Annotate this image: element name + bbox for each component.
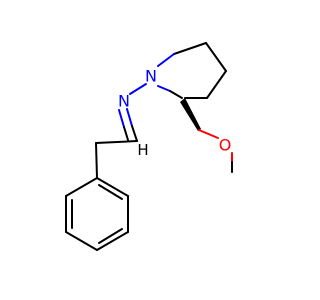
bond-imine-d	[123, 126, 129, 141]
atom-oxygen: O	[219, 136, 232, 155]
atom-n-ring: N	[145, 67, 157, 86]
benzene-bond-1	[65, 177, 98, 197]
bond-ch2-o	[198, 129, 219, 139]
bond-imine-c	[118, 109, 125, 128]
benzene-double-3	[98, 184, 123, 200]
atom-imine-h: H	[137, 141, 148, 159]
benzene-bond-6	[96, 177, 129, 197]
bond-ch2-ph	[95, 142, 98, 179]
bond-ch-ch2	[95, 140, 138, 144]
atom-n-imine: N	[118, 92, 130, 111]
benzene-bond-4	[96, 231, 129, 251]
stereo-wedge-bond	[180, 98, 201, 131]
bond-n1-c5-n	[157, 85, 171, 92]
bond-n1-c5	[169, 90, 183, 99]
benzene-double-2	[98, 228, 123, 244]
bond-c4-c5	[206, 70, 227, 99]
bond-imine-b	[131, 125, 138, 142]
bond-imine-a	[126, 108, 133, 127]
bond-c2-c3	[173, 42, 207, 55]
molecule-structure: N N O H	[65, 42, 233, 251]
benzene-bond-3	[65, 231, 98, 251]
bond-n-n	[129, 83, 147, 95]
bond-n1-c2	[157, 53, 175, 67]
bond-c3-c4	[205, 42, 227, 72]
